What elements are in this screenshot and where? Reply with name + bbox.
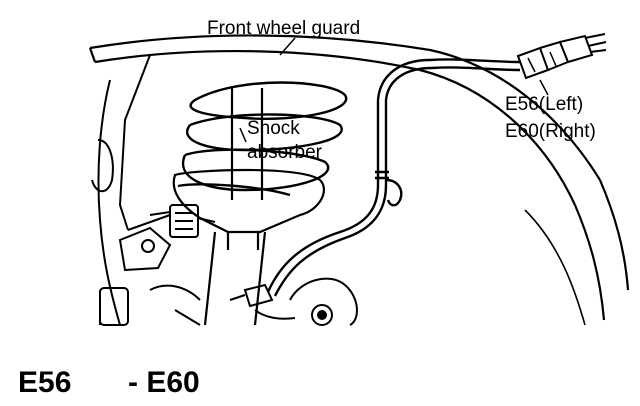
body-panel-structure [91, 54, 201, 326]
shock-label-line2: absorber [247, 142, 323, 163]
connector-code-caption: E56 - E60 [18, 366, 418, 402]
connector-left-label: E56(Left) [505, 94, 583, 115]
mounting-bracket [149, 204, 216, 238]
wheel-hub [229, 277, 358, 326]
connector-right-label: E60(Right) [505, 121, 596, 142]
wheel-guard-outline [88, 34, 630, 326]
connector-plug [516, 33, 607, 80]
shock-absorber-body [172, 88, 325, 326]
wheel-guard-label: Front wheel guard [207, 18, 360, 39]
connector-code-b: - E60 [128, 366, 200, 399]
shock-label-line1: Shock [247, 118, 300, 139]
connector-code-a: E56 [18, 366, 72, 399]
leader-lines [239, 37, 549, 143]
sensor-wire [266, 58, 521, 297]
coil-spring [177, 81, 348, 197]
